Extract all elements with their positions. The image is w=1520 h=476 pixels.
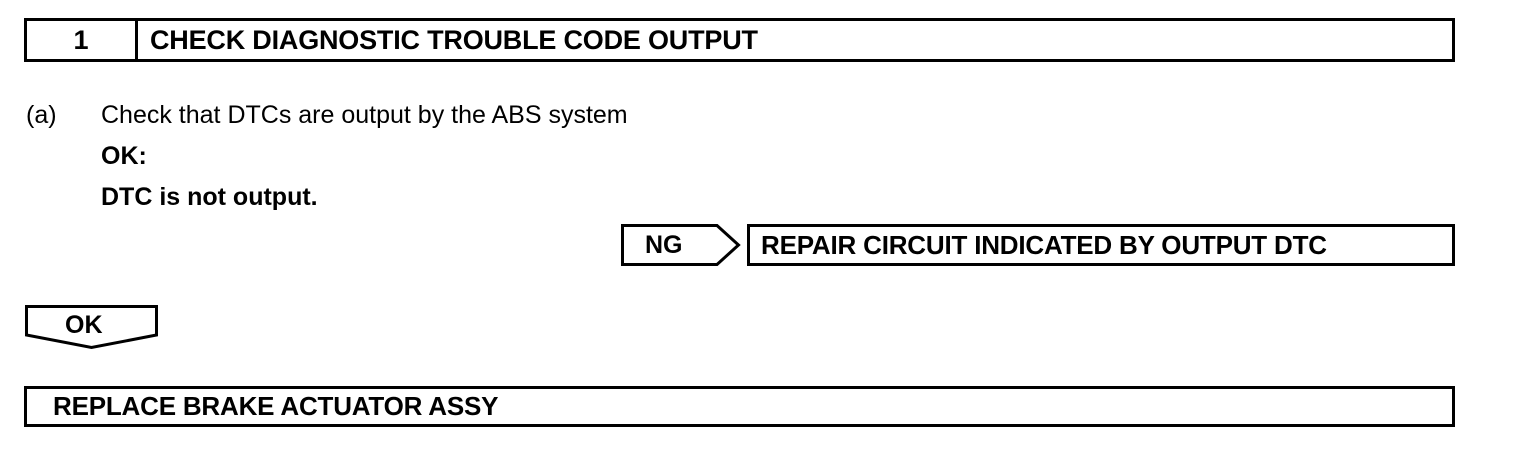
- step-number: 1: [27, 21, 138, 59]
- ok-judgement-tag: OK: [25, 305, 158, 350]
- ok-result-box: REPLACE BRAKE ACTUATOR ASSY: [24, 386, 1455, 427]
- ok-criteria-label: OK:: [101, 142, 147, 170]
- ng-banner-shape: [621, 224, 741, 266]
- instruction-row: (a) Check that DTCs are output by the AB…: [26, 95, 926, 136]
- step-header: 1 CHECK DIAGNOSTIC TROUBLE CODE OUTPUT: [24, 18, 1455, 62]
- ng-label: NG: [645, 231, 683, 259]
- ok-criteria-value: DTC is not output.: [101, 183, 318, 211]
- step-title: CHECK DIAGNOSTIC TROUBLE CODE OUTPUT: [150, 24, 758, 55]
- ok-label: OK: [65, 311, 103, 339]
- instruction-block: (a) Check that DTCs are output by the AB…: [26, 95, 926, 218]
- instruction-row: OK:: [26, 136, 926, 177]
- instruction-marker: (a): [26, 101, 57, 129]
- ng-judgement-tag: NG: [621, 224, 741, 266]
- instruction-text: Check that DTCs are output by the ABS sy…: [101, 101, 628, 129]
- ok-banner-shape: [25, 305, 158, 350]
- instruction-row: DTC is not output.: [26, 177, 926, 218]
- ng-result-box: REPAIR CIRCUIT INDICATED BY OUTPUT DTC: [747, 224, 1455, 266]
